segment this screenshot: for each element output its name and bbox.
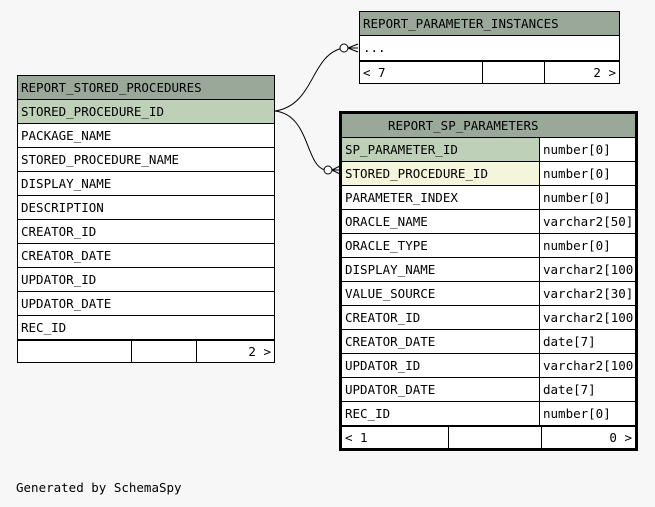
column-list: STORED_PROCEDURE_ID PACKAGE_NAME STORED_PR… [18, 100, 274, 340]
table-row[interactable]: REC_ID [18, 316, 274, 340]
column-name: ORACLE_NAME [345, 214, 428, 229]
column-name: DISPLAY_NAME [21, 176, 112, 191]
children-link[interactable]: 2 > [196, 341, 274, 363]
table-footer: < 1 0 > [342, 426, 635, 449]
link-end-circle [323, 165, 333, 175]
table-row[interactable]: CREATOR_ID [18, 220, 274, 244]
table-report-parameter-instances[interactable]: REPORT_PARAMETER_INSTANCES ... < 7 2 > [359, 11, 620, 84]
table-row[interactable]: STORED_PROCEDURE_ID [18, 100, 274, 124]
table-row[interactable]: PARAMETER_INDEX number[0] [342, 186, 635, 210]
column-type: varchar2[50] [539, 210, 635, 233]
column-name: DESCRIPTION [21, 200, 104, 215]
table-footer: 2 > [18, 340, 274, 363]
column-name: PACKAGE_NAME [21, 128, 112, 143]
table-row[interactable]: PACKAGE_NAME [18, 124, 274, 148]
parents-link[interactable]: < 7 [363, 65, 386, 80]
table-row[interactable]: UPDATOR_ID [18, 268, 274, 292]
table-row[interactable]: VALUE_SOURCE varchar2[30] [342, 282, 635, 306]
column-name: CREATOR_ID [21, 224, 97, 239]
column-type: number[0] [539, 402, 635, 425]
table-row[interactable]: CREATOR_DATE date[7] [342, 330, 635, 354]
table-row[interactable]: DISPLAY_NAME varchar2[100] [342, 258, 635, 282]
table-row[interactable]: CREATOR_ID varchar2[100] [342, 306, 635, 330]
table-header[interactable]: REPORT_STORED_PROCEDURES [18, 76, 274, 100]
column-type: date[7] [539, 378, 635, 401]
column-type: number[0] [539, 234, 635, 257]
ellipsis-row: ... [363, 40, 386, 55]
column-type: varchar2[100] [539, 258, 635, 281]
table-row[interactable]: REC_ID number[0] [342, 402, 635, 426]
column-type: varchar2[30] [539, 282, 635, 305]
column-type: date[7] [539, 330, 635, 353]
column-name: CREATOR_DATE [345, 334, 436, 349]
table-row: ... [360, 36, 619, 61]
table-footer: < 7 2 > [360, 61, 619, 84]
link-end-circle [339, 43, 349, 53]
table-report-stored-procedures[interactable]: REPORT_STORED_PROCEDURES STORED_PROCEDUR… [17, 75, 275, 363]
parents-link[interactable]: < 1 [345, 430, 368, 445]
column-name: VALUE_SOURCE [345, 286, 436, 301]
children-link[interactable]: 0 > [541, 427, 635, 449]
column-name: REC_ID [345, 406, 391, 421]
column-name: SP_PARAMETER_ID [342, 138, 539, 161]
column-type: number[0] [539, 138, 635, 161]
link-to-parameter-instances [274, 47, 344, 112]
crowfoot-icon [331, 165, 341, 175]
footer-middle [482, 62, 544, 84]
crowfoot-icon [347, 43, 359, 53]
table-row[interactable]: STORED_PROCEDURE_NAME [18, 148, 274, 172]
column-name: STORED_PROCEDURE_NAME [21, 152, 180, 167]
column-type: varchar2[100] [539, 306, 635, 329]
table-row[interactable]: UPDATOR_DATE [18, 292, 274, 316]
table-row[interactable]: UPDATOR_DATE date[7] [342, 378, 635, 402]
column-name: UPDATOR_ID [345, 358, 421, 373]
column-name: UPDATOR_DATE [21, 296, 112, 311]
footer-middle [448, 427, 541, 449]
table-row[interactable]: ORACLE_NAME varchar2[50] [342, 210, 635, 234]
table-row[interactable]: DESCRIPTION [18, 196, 274, 220]
table-row[interactable]: ORACLE_TYPE number[0] [342, 234, 635, 258]
column-name: DISPLAY_NAME [345, 262, 436, 277]
column-name: CREATOR_DATE [21, 248, 112, 263]
column-name: UPDATOR_DATE [345, 382, 436, 397]
children-link[interactable]: 2 > [544, 62, 619, 84]
column-name: REC_ID [21, 320, 67, 335]
footer-left [18, 341, 131, 363]
table-row[interactable]: CREATOR_DATE [18, 244, 274, 268]
column-type: number[0] [539, 186, 635, 209]
table-row[interactable]: DISPLAY_NAME [18, 172, 274, 196]
column-name: STORED_PROCEDURE_ID [342, 162, 539, 185]
table-header[interactable]: REPORT_PARAMETER_INSTANCES [360, 12, 619, 36]
column-name: PARAMETER_INDEX [345, 190, 458, 205]
column-type: number[0] [539, 162, 635, 185]
column-type: varchar2[100] [539, 354, 635, 377]
generated-by-caption: Generated by SchemaSpy [16, 480, 182, 495]
footer-middle [131, 341, 196, 363]
column-name: CREATOR_ID [345, 310, 421, 325]
column-name: UPDATOR_ID [21, 272, 97, 287]
table-row[interactable]: UPDATOR_ID varchar2[100] [342, 354, 635, 378]
link-to-sp-parameters [274, 110, 326, 171]
column-name: ORACLE_TYPE [345, 238, 428, 253]
table-header[interactable]: REPORT_SP_PARAMETERS [342, 114, 635, 138]
column-name: STORED_PROCEDURE_ID [21, 104, 164, 119]
